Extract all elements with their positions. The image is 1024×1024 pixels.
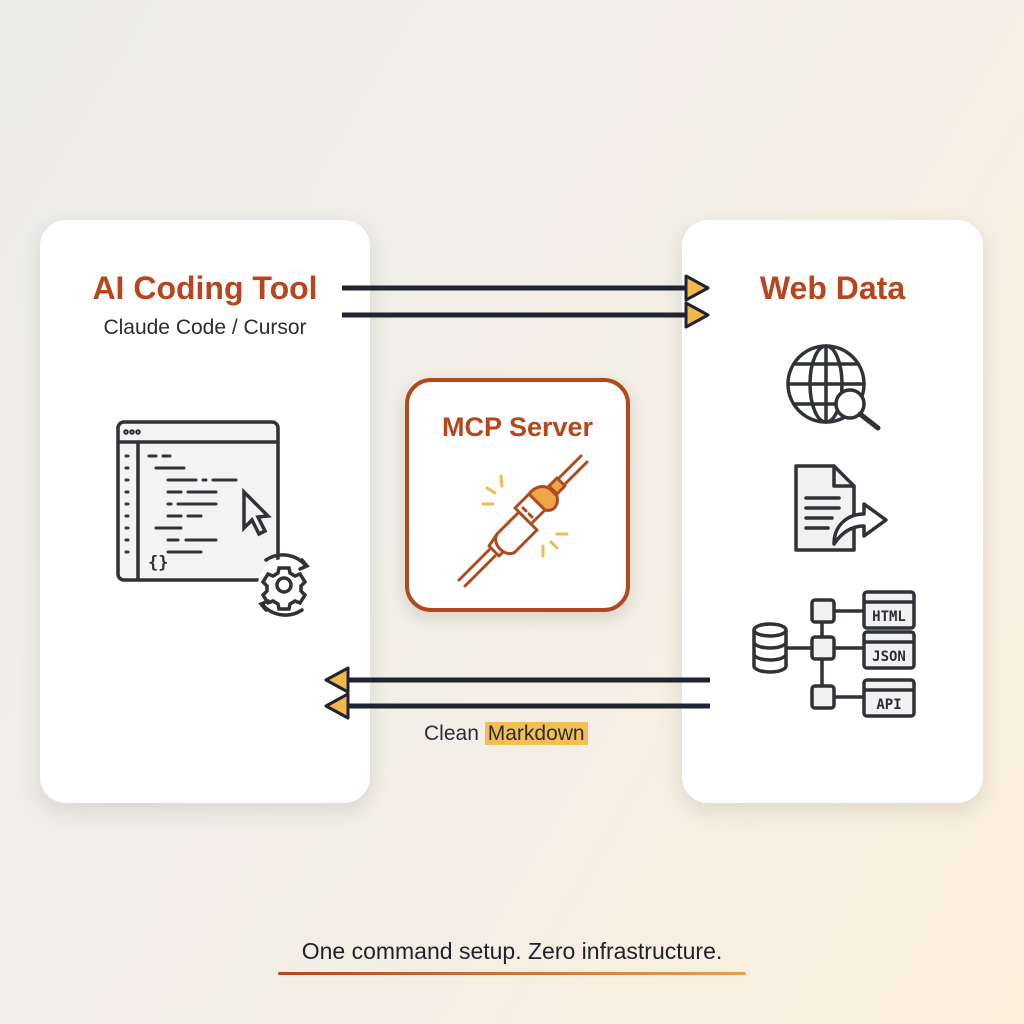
format-html: HTML [872, 609, 906, 625]
tagline-underline [278, 972, 746, 975]
globe-search-icon [786, 344, 881, 431]
document-export-icon [794, 464, 888, 552]
mcp-server-title: MCP Server [441, 412, 594, 442]
code-brace-label: {} [148, 553, 169, 573]
clean-text: Clean [424, 722, 479, 745]
data-format-tree-icon: HTML JSON API [752, 590, 916, 718]
clean-markdown-label: Clean Markdown [424, 722, 588, 746]
arrowhead-right [684, 274, 710, 302]
format-api: API [876, 697, 901, 713]
markdown-highlight: Markdown [484, 722, 588, 745]
arrowhead-right [684, 301, 710, 329]
format-json: JSON [872, 649, 906, 665]
ai-coding-tool-card: AI Coding Tool Claude Code / Cursor {} [40, 220, 370, 803]
mcp-server-box: MCP Server [405, 378, 630, 612]
footer-tagline: One command setup. Zero infrastructure. [301, 938, 723, 964]
web-data-card: Web Data HTML JSON API [682, 220, 983, 803]
ai-coding-tool-title: AI Coding Tool [92, 270, 318, 306]
ai-coding-tool-subtitle: Claude Code / Cursor [103, 316, 307, 339]
arrowhead-left [324, 692, 350, 720]
plug-connector-icon [457, 454, 589, 588]
web-data-title: Web Data [759, 270, 906, 306]
code-editor-icon [116, 420, 310, 617]
arrowhead-left [324, 666, 350, 694]
